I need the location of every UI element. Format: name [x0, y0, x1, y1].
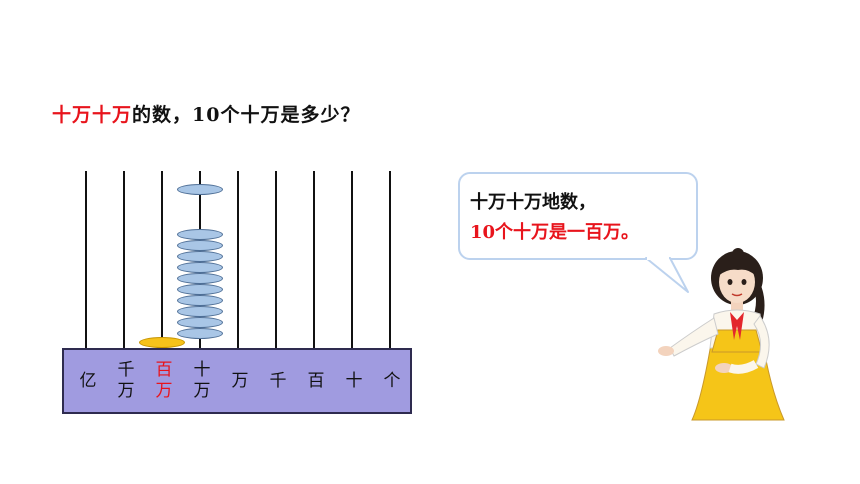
abacus-bead	[177, 262, 223, 273]
abacus-rod	[351, 171, 353, 349]
abacus-bead	[177, 328, 223, 339]
place-label-qianwan: 千万	[117, 360, 135, 401]
speech-bubble	[458, 172, 698, 260]
place-label-baiwan: 百万	[155, 360, 173, 401]
speech-text: 十万十万地数， 10个十万是一百万。	[470, 188, 639, 248]
abacus-rod	[389, 171, 391, 349]
abacus-rod	[275, 171, 277, 349]
abacus-rod	[85, 171, 87, 349]
abacus-bead	[177, 284, 223, 295]
place-label-qian: 千	[269, 370, 287, 391]
abacus-bead	[177, 251, 223, 262]
abacus-rod	[237, 171, 239, 349]
girl-illustration	[658, 248, 785, 421]
place-label-wan: 万	[231, 370, 249, 391]
abacus-rod	[161, 171, 163, 349]
abacus-bead	[177, 317, 223, 328]
abacus-rod	[313, 171, 315, 349]
abacus-frame: 亿 千万 百万 十万 万 千 百 十 个	[62, 348, 412, 414]
place-label-shi: 十	[345, 370, 363, 391]
question-rest: 的数，10个十万是多少？	[132, 104, 361, 126]
abacus-rod	[123, 171, 125, 349]
question-text: 十万十万的数，10个十万是多少？	[52, 100, 360, 127]
abacus-bead	[177, 229, 223, 240]
question-highlight: 十万十万	[52, 104, 133, 126]
place-label-shiwan: 十万	[193, 360, 211, 401]
abacus-bead	[177, 295, 223, 306]
abacus-bead	[177, 273, 223, 284]
place-label-bai: 百	[307, 370, 325, 391]
abacus-bead	[177, 184, 223, 195]
place-label-ge: 个	[383, 370, 401, 391]
speech-line-2: 10个十万是一百万。	[470, 222, 640, 243]
speech-line-1: 十万十万地数，	[470, 192, 596, 213]
abacus-bead-gold	[139, 337, 185, 348]
abacus-bead	[177, 240, 223, 251]
abacus-bead	[177, 306, 223, 317]
place-label-yi: 亿	[79, 370, 97, 391]
